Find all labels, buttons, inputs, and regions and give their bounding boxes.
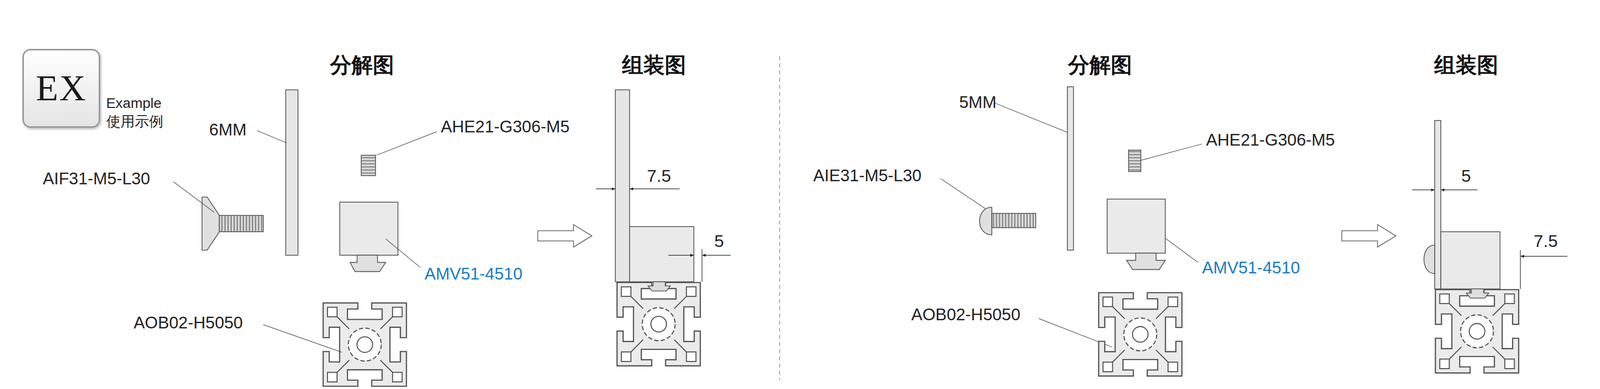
hollow-arrow bbox=[537, 224, 592, 247]
part-label: AMV51-4510 bbox=[1202, 257, 1301, 278]
view-title: 组装图 bbox=[621, 52, 687, 78]
part-label: AOB02-H5050 bbox=[911, 304, 1021, 324]
dimension-lines bbox=[596, 188, 1568, 256]
block bbox=[339, 201, 398, 255]
part-label: AHE21-G306-M5 bbox=[1206, 130, 1336, 150]
leader-lines bbox=[173, 103, 1202, 352]
profile bbox=[322, 302, 407, 387]
badge-text: EX bbox=[36, 67, 87, 110]
part-label: 6MM bbox=[209, 120, 247, 140]
part-label: AHE21-G306-M5 bbox=[440, 116, 570, 137]
view-title: 组装图 bbox=[1434, 52, 1499, 78]
part-label: 5 bbox=[714, 230, 724, 251]
part-label: AIF31-M5-L30 bbox=[42, 168, 151, 189]
part-label: AMV51-4510 bbox=[424, 263, 523, 284]
part-label: 7.5 bbox=[646, 165, 671, 186]
hollow-arrow bbox=[1341, 224, 1396, 247]
set-screw bbox=[361, 155, 376, 176]
part-label: AIE31-M5-L30 bbox=[813, 165, 922, 186]
part-label: 使用示例 bbox=[106, 113, 164, 130]
right-assembled bbox=[1424, 120, 1521, 373]
left-assembled bbox=[615, 89, 703, 366]
plate bbox=[285, 89, 299, 255]
right-exploded bbox=[979, 86, 1182, 376]
divider-line bbox=[779, 55, 781, 380]
left-exploded bbox=[201, 89, 407, 386]
part-label: 5 bbox=[1461, 165, 1471, 186]
part-label: 7.5 bbox=[1533, 230, 1558, 251]
screw-shaft bbox=[219, 215, 263, 232]
example-badge: EX bbox=[22, 48, 101, 128]
view-title: 分解图 bbox=[330, 52, 395, 78]
part-label: Example bbox=[106, 95, 162, 112]
part-label: AOB02-H5050 bbox=[133, 312, 244, 333]
view-title: 分解图 bbox=[1068, 52, 1133, 78]
part-label: 5MM bbox=[959, 92, 997, 112]
t-nut bbox=[349, 254, 386, 272]
